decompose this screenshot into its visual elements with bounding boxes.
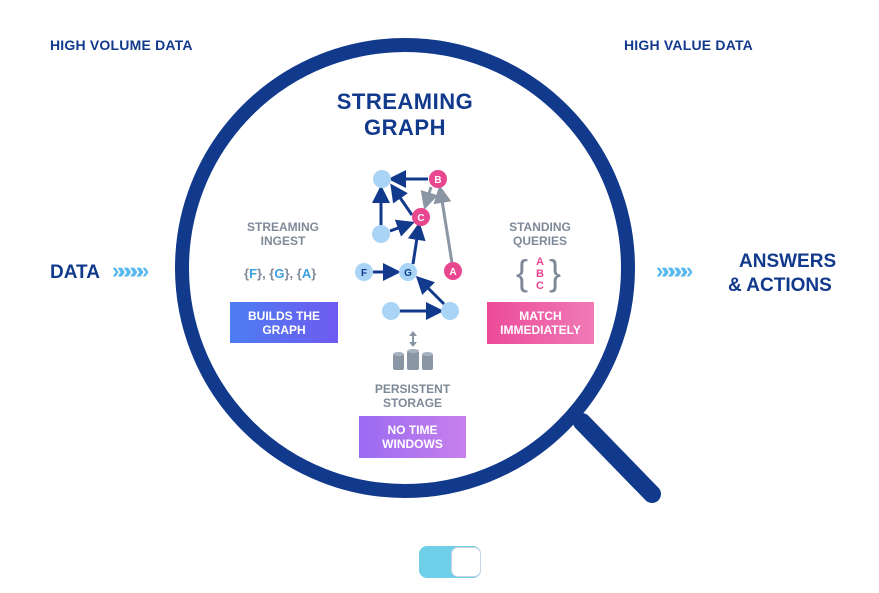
database-storage-icon (393, 331, 433, 370)
edge-c-top (390, 183, 414, 216)
data-label: DATA (50, 262, 100, 283)
right-brace-icon: } (549, 252, 562, 293)
node-c-label: C (417, 213, 424, 224)
query-letters: A B C (534, 256, 546, 292)
node-bottom-right (441, 302, 459, 320)
node-g (399, 263, 417, 281)
answers-actions-label: ANSWERS & ACTIONS (728, 250, 836, 298)
node-f (355, 263, 373, 281)
query-letter-a: A (536, 256, 544, 268)
node-b (429, 170, 447, 188)
title-line-2: GRAPH (364, 115, 446, 140)
node-bottom-left (382, 302, 400, 320)
ingest-label-line-1: STREAMING (247, 220, 319, 234)
high-value-label: HIGH VALUE DATA (624, 37, 753, 53)
standing-queries-label: STANDING QUERIES (488, 220, 592, 248)
node-g-label: G (404, 268, 412, 279)
builds-the-graph-box: BUILDS THE GRAPH (230, 302, 338, 343)
match-box-line-2: IMMEDIATELY (500, 323, 581, 337)
no-time-windows-box: NO TIME WINDOWS (359, 416, 466, 458)
builds-box-line-2: GRAPH (262, 322, 306, 337)
toggle-knob[interactable] (451, 547, 481, 577)
queries-label-line-1: STANDING (509, 220, 571, 234)
answers-chevrons-icon: »»»»» (656, 258, 693, 283)
storage-label-line-1: PERSISTENT (374, 382, 451, 396)
answers-line-2: & ACTIONS (728, 275, 832, 296)
node-left (372, 225, 390, 243)
edge-left-c (389, 219, 415, 237)
query-letter-b: B (536, 268, 544, 280)
builds-box-line-1: BUILDS THE (248, 308, 320, 323)
storage-label-line-2: STORAGE (382, 396, 443, 410)
edge-g-c (407, 222, 426, 265)
edge-bottom-g (415, 275, 446, 306)
diagram-title: STREAMING GRAPH (305, 89, 505, 141)
data-chevrons-icon: »»»»» (112, 258, 149, 283)
title-line-1: STREAMING (336, 89, 474, 114)
node-top-left (373, 170, 391, 188)
node-a-label: A (449, 267, 456, 278)
node-f-label: F (361, 268, 367, 279)
edge-a-b (433, 185, 454, 264)
no-time-box-line-1: NO TIME (387, 423, 438, 437)
query-letter-c: C (536, 280, 544, 292)
query-pattern-braces: { A B C } (516, 252, 566, 294)
node-a (444, 262, 462, 280)
magnifier-handle (573, 413, 661, 503)
answers-line-1: ANSWERS (739, 251, 837, 272)
high-volume-label: HIGH VOLUME DATA (50, 37, 193, 53)
ingest-item-f: F (249, 266, 258, 281)
edge-b-c (420, 186, 438, 210)
queries-label-line-2: QUERIES (512, 234, 567, 248)
ingest-items: {F}, {G}, {A} (244, 266, 317, 281)
toggle-switch[interactable] (419, 546, 481, 578)
ingest-item-g: G (274, 266, 285, 281)
left-brace-icon: { (516, 252, 529, 293)
match-immediately-box: MATCH IMMEDIATELY (487, 302, 594, 344)
persistent-storage-label: PERSISTENT STORAGE (355, 382, 470, 410)
match-box-line-1: MATCH (519, 309, 562, 323)
ingest-item-a: A (301, 266, 312, 281)
no-time-box-line-2: WINDOWS (382, 437, 443, 451)
node-b-label: B (434, 175, 441, 186)
ingest-label-line-2: INGEST (260, 234, 306, 248)
node-c (412, 208, 430, 226)
graph-diagram: B C F G A (355, 170, 462, 320)
streaming-ingest-label: STREAMING INGEST (231, 220, 335, 248)
